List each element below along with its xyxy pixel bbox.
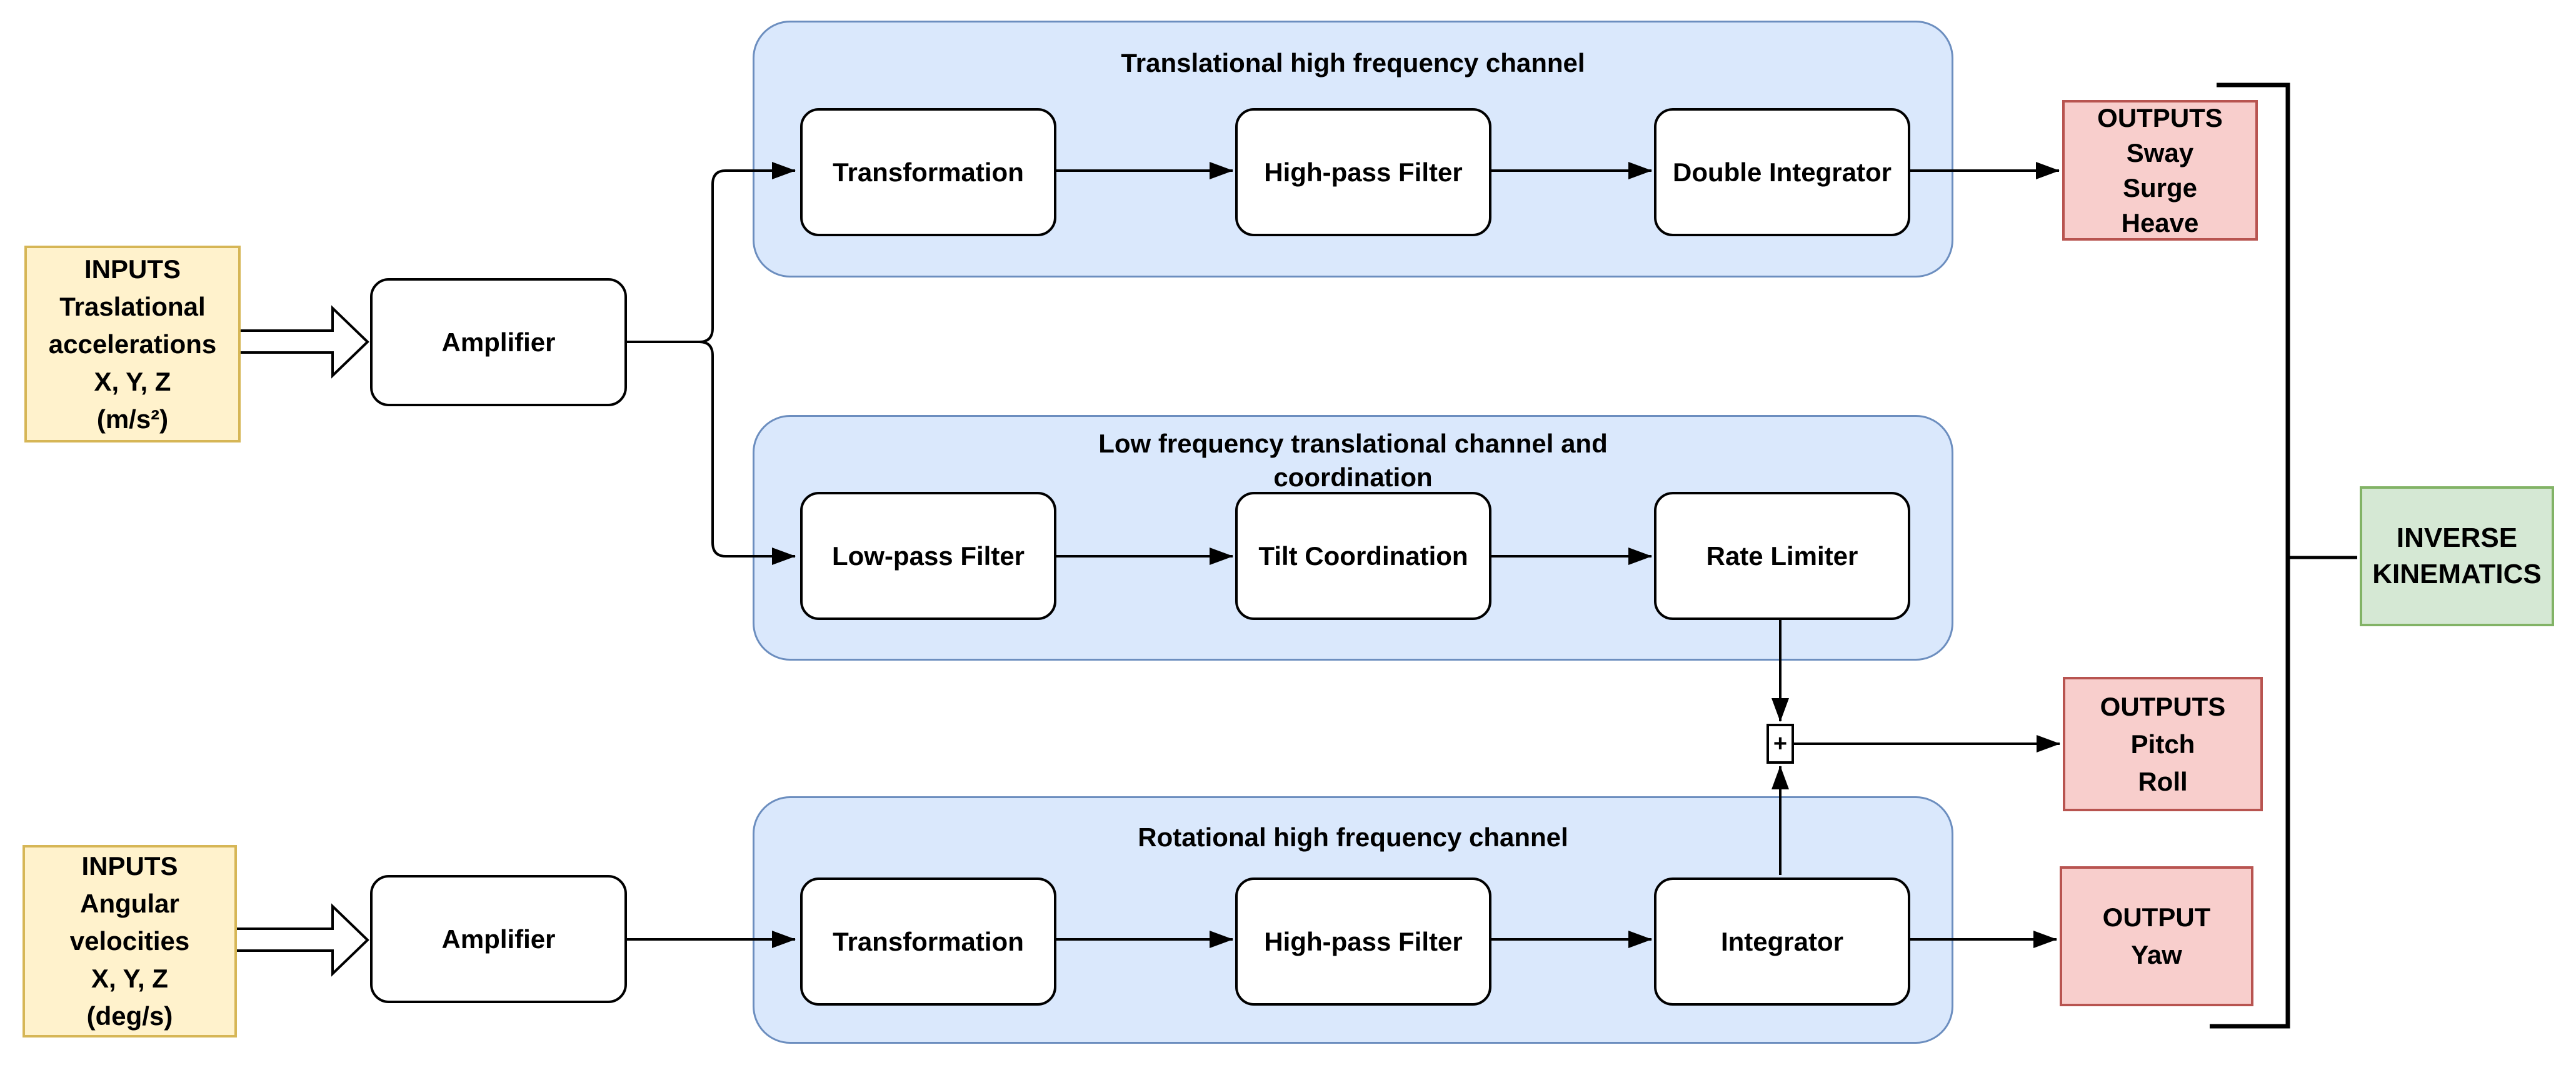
output-line: OUTPUT xyxy=(2102,902,2211,932)
block-integrator: Integrator xyxy=(1654,878,1910,1006)
output-line: Yaw xyxy=(2131,940,2182,969)
block-transformation-translational: Transformation xyxy=(800,108,1056,236)
block-label: Integrator xyxy=(1720,926,1843,956)
plus-sign: + xyxy=(1773,730,1788,757)
block-transformation-rotational: Transformation xyxy=(800,878,1056,1006)
summing-junction: + xyxy=(1767,724,1794,764)
block-label: Tilt Coordination xyxy=(1258,541,1468,571)
channel-title-line: Translational high frequency channel xyxy=(1121,48,1585,78)
block-label: Double Integrator xyxy=(1672,157,1892,187)
output-box-yaw: OUTPUT Yaw xyxy=(2060,866,2253,1006)
input-line: X, Y, Z xyxy=(94,366,171,396)
output-line: Pitch xyxy=(2130,729,2195,759)
channel-title-line: Rotational high frequency channel xyxy=(1138,822,1568,852)
block-high-pass-filter-translational: High-pass Filter xyxy=(1235,108,1491,236)
block-label: High-pass Filter xyxy=(1264,157,1463,187)
output-line: Surge xyxy=(2122,172,2198,202)
channel-rotational-high-frequency: Rotational high frequency channel Transf… xyxy=(753,796,1953,1044)
output-line: Sway xyxy=(2126,138,2194,168)
inverse-kinematics-box: INVERSE KINEMATICS xyxy=(2360,486,2554,626)
channel-title-line: coordination xyxy=(1273,462,1433,492)
input-line: Angular xyxy=(80,889,179,918)
block-high-pass-filter-rotational: High-pass Filter xyxy=(1235,878,1491,1006)
input-box-translational-accelerations: INPUTS Traslational accelerations X, Y, … xyxy=(24,246,241,442)
output-box-sway-surge-heave: OUTPUTS Sway Surge Heave xyxy=(2062,100,2258,241)
block-label: High-pass Filter xyxy=(1264,926,1463,956)
ik-line: KINEMATICS xyxy=(2372,559,2542,589)
input-line: (deg/s) xyxy=(86,1001,173,1031)
block-label: Amplifier xyxy=(441,924,556,954)
block-amplifier-rotational: Amplifier xyxy=(370,875,627,1003)
block-rate-limiter: Rate Limiter xyxy=(1654,492,1910,620)
output-line: OUTPUTS xyxy=(2100,691,2226,721)
input-line: (m/s²) xyxy=(96,404,169,434)
channel-title: Translational high frequency channel xyxy=(754,46,1952,80)
channel-title: Low frequency translational channel and … xyxy=(754,427,1952,494)
input-line: velocities xyxy=(69,926,190,956)
block-label: Amplifier xyxy=(441,327,556,357)
channel-title-line: Low frequency translational channel and xyxy=(1098,429,1608,458)
open-arrow-angular-input xyxy=(237,903,369,977)
input-line: X, Y, Z xyxy=(91,964,168,993)
block-label: Transformation xyxy=(833,157,1024,187)
input-line: INPUTS xyxy=(81,851,178,881)
input-line: INPUTS xyxy=(84,254,181,284)
channel-title: Rotational high frequency channel xyxy=(754,821,1952,854)
input-line: accelerations xyxy=(48,329,217,359)
output-line: OUTPUTS xyxy=(2097,102,2223,132)
output-box-pitch-roll: OUTPUTS Pitch Roll xyxy=(2063,677,2263,811)
block-label: Low-pass Filter xyxy=(831,541,1025,571)
output-line: Heave xyxy=(2121,208,2199,238)
block-label: Transformation xyxy=(833,926,1024,956)
block-double-integrator: Double Integrator xyxy=(1654,108,1910,236)
input-line: Traslational xyxy=(59,291,206,321)
channel-translational-high-frequency: Translational high frequency channel Tra… xyxy=(753,21,1953,278)
channel-low-frequency-translational: Low frequency translational channel and … xyxy=(753,415,1953,661)
ik-line: INVERSE xyxy=(2396,522,2518,553)
block-amplifier-translational: Amplifier xyxy=(370,278,627,406)
block-tilt-coordination: Tilt Coordination xyxy=(1235,492,1491,620)
input-box-angular-velocities: INPUTS Angular velocities X, Y, Z (deg/s… xyxy=(23,845,237,1038)
block-label: Rate Limiter xyxy=(1706,541,1858,571)
output-line: Roll xyxy=(2138,766,2188,796)
block-low-pass-filter: Low-pass Filter xyxy=(800,492,1056,620)
open-arrow-translational-input xyxy=(241,305,369,379)
